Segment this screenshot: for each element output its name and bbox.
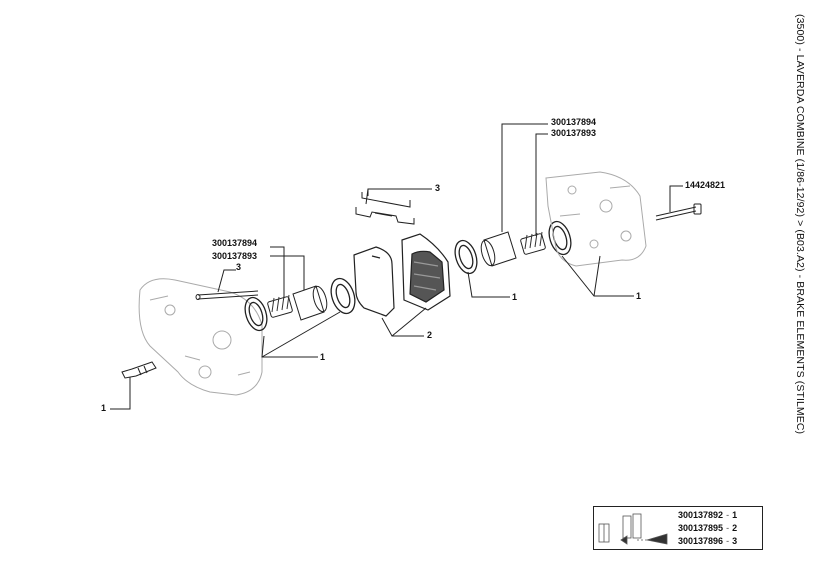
kit-ref-number: 3 [732, 536, 738, 546]
part-number-label: 300137894 [551, 117, 597, 127]
right-outer-seal [548, 220, 572, 256]
page-title: (3500) - LAVERDA COMBINE (1/86-12/92) > … [794, 14, 806, 435]
right-piston [480, 231, 517, 267]
kit-ref-number: 2 [732, 523, 738, 533]
reference-number-label: 1 [320, 352, 326, 362]
left-bleeder-screw [121, 361, 157, 379]
reference-number-label: 1 [101, 403, 107, 413]
reference-number-label: 1 [636, 291, 642, 301]
left-brake-pad [353, 246, 395, 317]
kit-row: 300137896-3 [678, 536, 737, 546]
kit-part-number: 300137896 [678, 536, 724, 546]
part-number-label: 300137894 [212, 238, 258, 248]
reference-number-label: 1 [512, 292, 518, 302]
kit-ref-number: 1 [732, 510, 738, 520]
mounting-bolt [655, 203, 702, 221]
reference-number-label: 3 [435, 183, 441, 193]
kit-separator: - [726, 510, 730, 520]
right-spring [520, 231, 546, 255]
right-seal-ring [454, 239, 478, 275]
kit-separator: - [726, 536, 730, 546]
part-number-label: 300137893 [551, 128, 597, 138]
reference-number-label: 2 [427, 330, 433, 340]
kit-part-number: 300137892 [678, 510, 724, 520]
kit-row: 300137892-1 [678, 510, 737, 520]
kit-thumbnail [598, 513, 668, 545]
part-number-label: 300137893 [212, 251, 258, 261]
retaining-clips [355, 192, 415, 225]
left-piston [292, 285, 328, 321]
kit-part-number: 300137895 [678, 523, 724, 533]
left-seal-ring [244, 296, 268, 332]
part-number-label: 14424821 [685, 180, 726, 190]
left-spring [267, 294, 293, 318]
right-caliper-housing [545, 171, 647, 267]
kit-row: 300137895-2 [678, 523, 737, 533]
kit-separator: - [726, 523, 730, 533]
right-brake-pad [401, 233, 451, 311]
left-caliper-housing [138, 278, 263, 396]
left-outer-seal [330, 277, 356, 315]
reference-number-label: 3 [236, 262, 242, 272]
kit-legend: 300137892-1 300137895-2 300137896-3 [593, 506, 763, 550]
leader-lines [110, 123, 683, 410]
left-pin [195, 290, 259, 300]
